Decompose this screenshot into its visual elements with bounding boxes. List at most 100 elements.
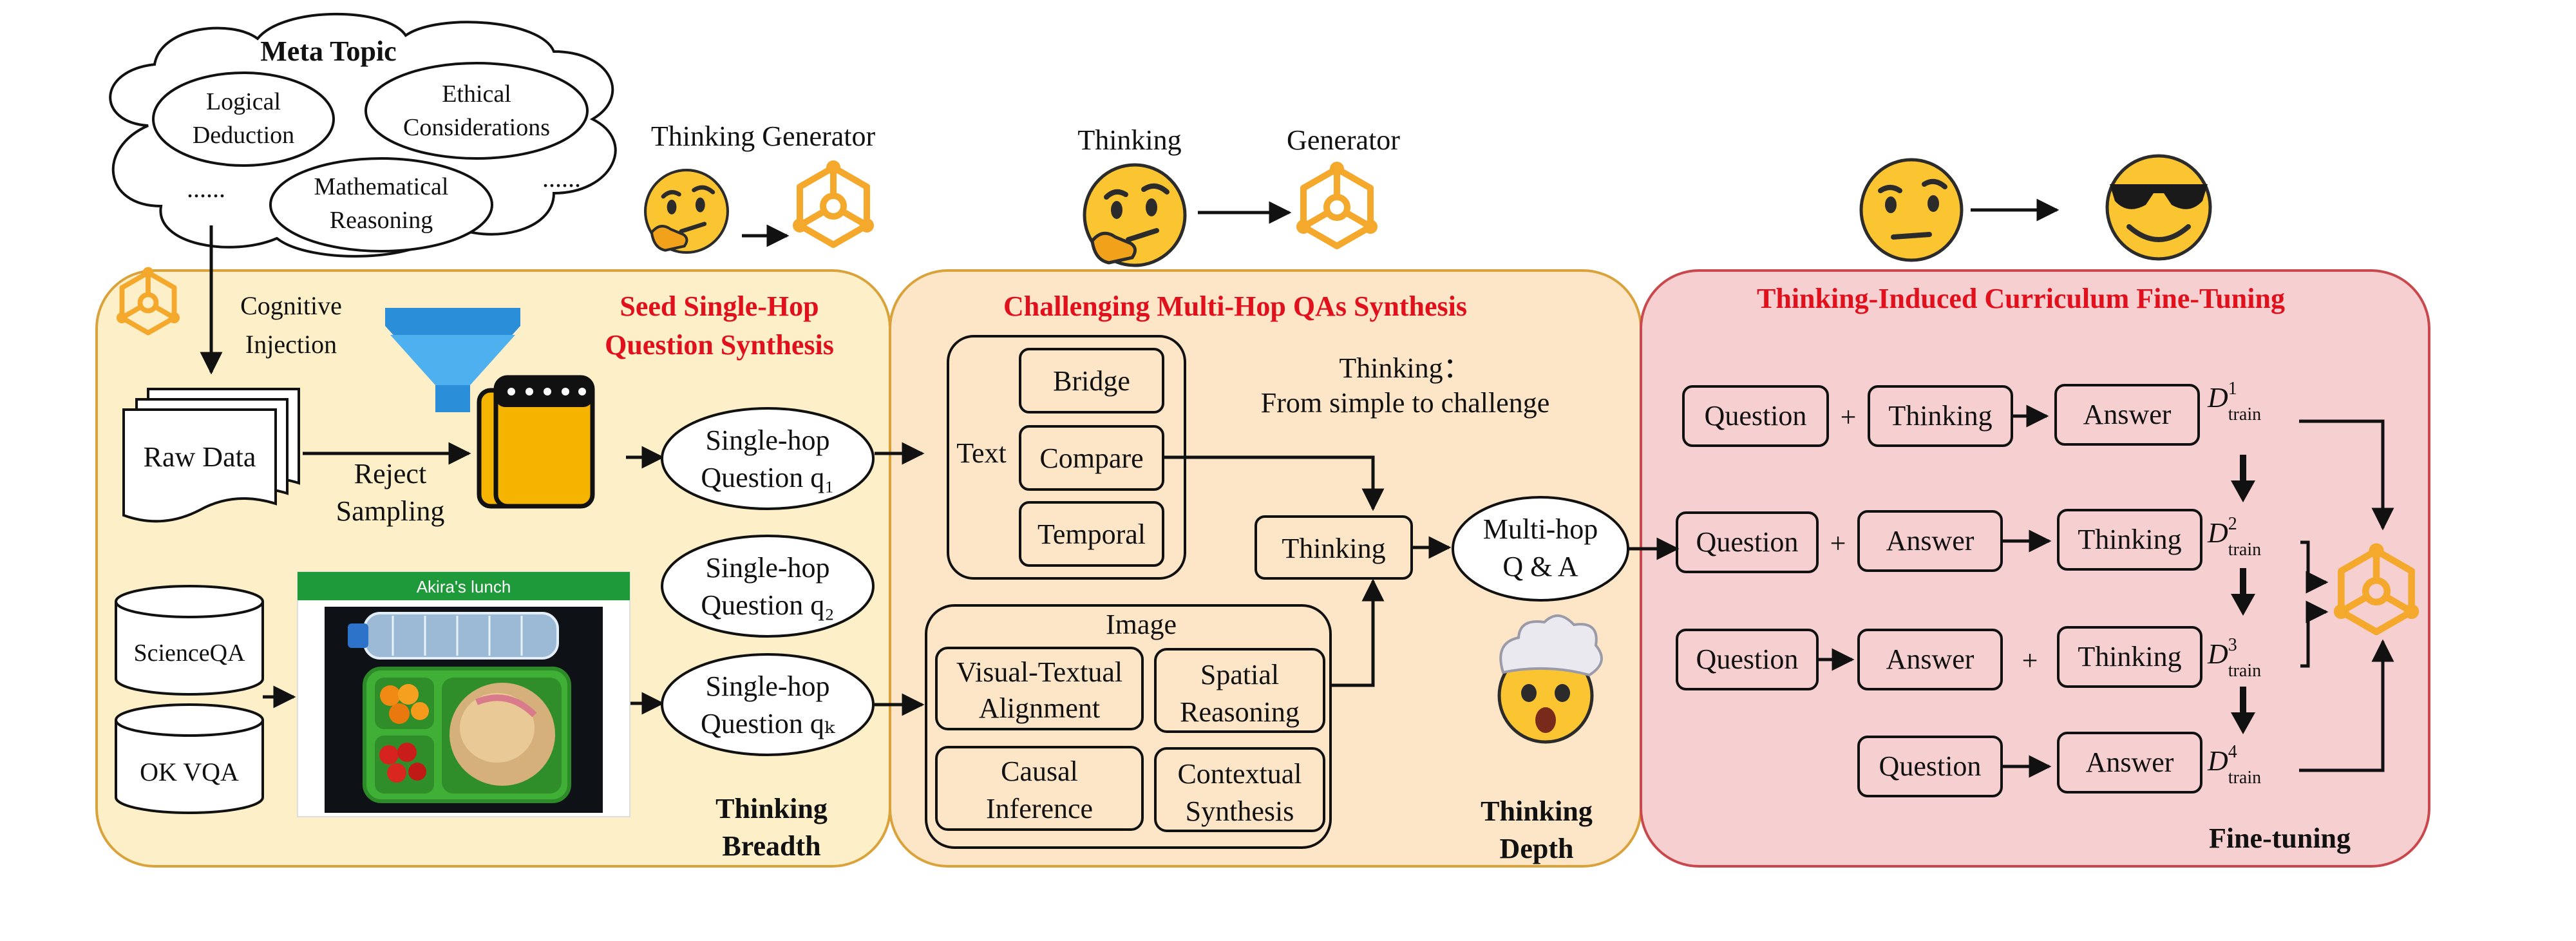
stage1-title-line2: Question Synthesis bbox=[605, 329, 834, 361]
raw-data-stack: Raw Data bbox=[122, 388, 300, 523]
thinking-depth-line2: Depth bbox=[1500, 833, 1574, 864]
arrow-text-to-thinking bbox=[1164, 455, 1385, 511]
exploding-head-icon bbox=[1497, 614, 1603, 744]
cool-face-icon bbox=[2105, 154, 2212, 261]
cognitive-injection-line2: Injection bbox=[245, 330, 337, 359]
raw-data-label: Raw Data bbox=[144, 441, 256, 473]
generator-icon bbox=[793, 160, 874, 246]
causal-inference-box bbox=[935, 746, 1144, 831]
thinking-note-line2: From simple to challenge bbox=[1261, 387, 1549, 419]
causal-line2: Inference bbox=[986, 793, 1093, 824]
multihop-line2: Q & A bbox=[1502, 551, 1578, 582]
spatial-reasoning-box bbox=[1154, 648, 1325, 733]
row1-answer: Answer bbox=[2083, 399, 2172, 430]
q2-line2: Question q₂ bbox=[701, 589, 834, 621]
finetuning-label: Fine-tuning bbox=[2209, 822, 2351, 854]
thinking-face-icon-2 bbox=[1084, 165, 1185, 265]
row1-thinking: Thinking bbox=[1888, 400, 1992, 432]
q1-line2: Question q₁ bbox=[701, 462, 834, 493]
okvqa-database: OK VQA bbox=[115, 703, 264, 814]
row3-answer: Answer bbox=[1886, 643, 1975, 675]
mathematical-label-2: Reasoning bbox=[330, 207, 433, 234]
single-hop-q2-node bbox=[661, 535, 875, 638]
top-generator-label: Generator bbox=[1287, 124, 1400, 156]
row4-question: Question bbox=[1879, 750, 1982, 782]
row1-plus: + bbox=[1841, 401, 1857, 433]
ethical-label-1: Ethical bbox=[442, 81, 511, 108]
compare-label: Compare bbox=[1039, 442, 1143, 474]
stage2-title: Challenging Multi-Hop QAs Synthesis bbox=[1003, 290, 1467, 322]
multihop-line1: Multi-hop bbox=[1483, 513, 1598, 545]
scienceqa-database: ScienceQA bbox=[115, 585, 264, 696]
thinking-note-line1: Thinking： bbox=[1339, 352, 1471, 384]
visual-textual-box bbox=[935, 647, 1144, 730]
text-group-label: Text bbox=[956, 437, 1007, 469]
meta-topic-title: Meta Topic bbox=[260, 35, 396, 67]
visual-textual-line1: Visual-Textual bbox=[956, 656, 1122, 688]
temporal-label: Temporal bbox=[1037, 518, 1146, 550]
spatial-line1: Spatial bbox=[1200, 659, 1279, 690]
row3-thinking-box bbox=[2057, 626, 2202, 688]
row3-thinking: Thinking bbox=[2078, 641, 2181, 672]
qk-line2: Question qₖ bbox=[701, 708, 835, 739]
merge-arrow-d3 bbox=[2300, 600, 2329, 668]
q2-line1: Single-hop bbox=[705, 552, 829, 584]
merge-arrow-d4 bbox=[2299, 639, 2394, 772]
stage3-title: Thinking-Induced Curriculum Fine-Tuning bbox=[1757, 283, 2285, 314]
lunch-title: Akira's lunch bbox=[417, 577, 511, 596]
ethical-label-2: Considerations bbox=[403, 114, 550, 141]
qk-line1: Single-hop bbox=[705, 670, 829, 702]
ethical-considerations-bubble bbox=[365, 62, 589, 160]
cognitive-injection-line1: Cognitive bbox=[240, 291, 342, 320]
row3-plus: + bbox=[2022, 645, 2038, 676]
contextual-line1: Contextual bbox=[1177, 758, 1302, 790]
row2-plus: + bbox=[1830, 528, 1846, 559]
row2-question: Question bbox=[1696, 526, 1799, 558]
lunch-image: Akira's lunch bbox=[297, 571, 630, 817]
contextual-line2: Synthesis bbox=[1186, 795, 1294, 827]
row4-answer: Answer bbox=[2086, 746, 2174, 778]
causal-line1: Causal bbox=[1001, 756, 1078, 787]
top-thinking-label: Thinking bbox=[1077, 124, 1181, 156]
thinking-box-label: Thinking bbox=[1282, 533, 1385, 564]
stage1-title-line1: Seed Single-Hop bbox=[620, 290, 819, 322]
row2-thinking-box bbox=[2057, 509, 2202, 571]
visual-textual-line2: Alignment bbox=[979, 692, 1100, 724]
neutral-face-icon bbox=[1859, 158, 1964, 262]
image-group-box bbox=[925, 604, 1332, 849]
logical-label-1: Logical bbox=[206, 88, 281, 115]
bridge-box bbox=[1019, 348, 1164, 413]
generator-icon-2 bbox=[1296, 162, 1378, 247]
single-hop-qk-node bbox=[661, 653, 875, 756]
row1-question-box bbox=[1682, 385, 1829, 447]
single-hop-q1-node bbox=[661, 407, 875, 510]
image-group-label: Image bbox=[1106, 609, 1177, 640]
row3-question: Question bbox=[1696, 643, 1799, 675]
meta-topic-cloud: Meta Topic Logical Deduction Ethical Con… bbox=[109, 12, 617, 258]
filter-funnel-icon bbox=[385, 308, 520, 412]
contextual-synthesis-box bbox=[1154, 747, 1325, 832]
multihop-qa-node bbox=[1452, 496, 1629, 602]
reject-label-line1: Reject bbox=[354, 458, 426, 490]
logical-label-2: Deduction bbox=[193, 122, 294, 149]
okvqa-label: OK VQA bbox=[140, 757, 239, 786]
curriculum-down-arrows bbox=[2231, 455, 2255, 734]
row4-answer-box bbox=[2057, 732, 2202, 794]
logical-deduction-bubble bbox=[152, 71, 335, 167]
row2-question-box bbox=[1676, 511, 1819, 573]
row1-question: Question bbox=[1705, 400, 1807, 432]
thinking-breadth-line1: Thinking bbox=[715, 793, 828, 824]
compare-box bbox=[1019, 425, 1164, 491]
reject-label-line2: Sampling bbox=[336, 495, 445, 527]
merge-arrow-d1 bbox=[2299, 419, 2394, 531]
spatial-line2: Reasoning bbox=[1180, 696, 1300, 728]
mathematical-reasoning-bubble bbox=[269, 157, 493, 252]
meta-dots-left: ...... bbox=[187, 174, 225, 203]
temporal-box bbox=[1019, 501, 1164, 567]
stage3-panel bbox=[1640, 269, 2430, 868]
thinking-face-icon bbox=[645, 170, 728, 252]
arrow-image-to-thinking bbox=[1331, 578, 1385, 687]
